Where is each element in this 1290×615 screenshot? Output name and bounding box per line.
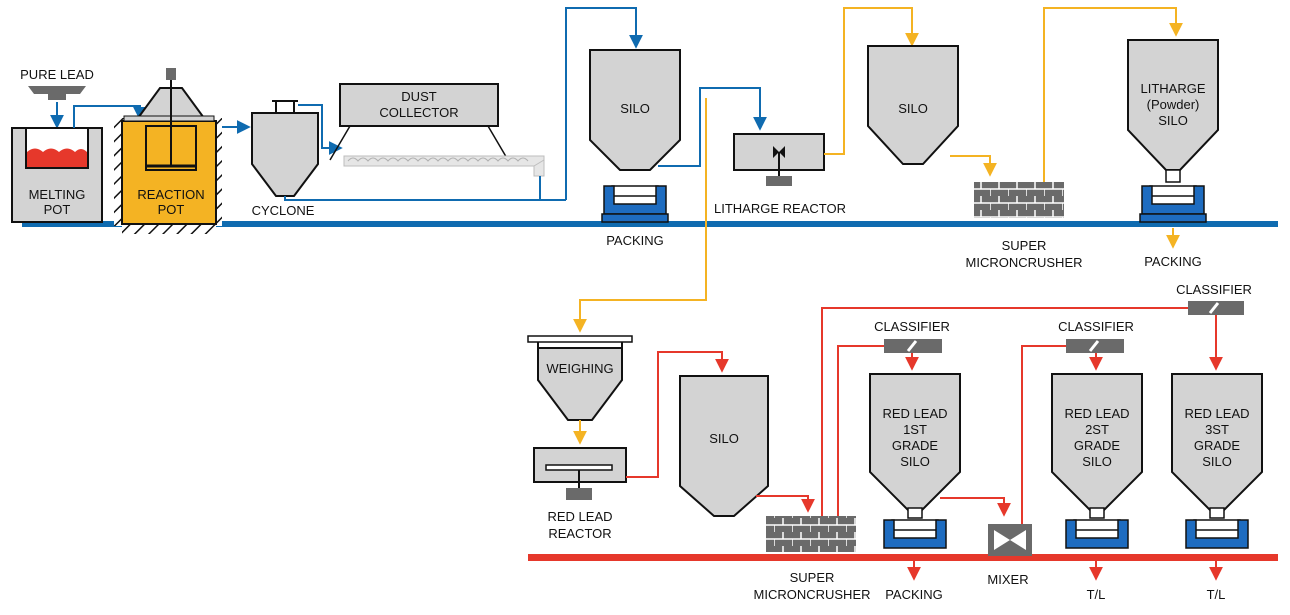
reaction-pot-label-2: POT [158,202,185,217]
pure-lead-hopper [28,86,86,100]
red-lead-3st-label-1: RED LEAD [1184,406,1249,421]
packing-station-1 [601,185,669,223]
red-lead-2st-spout [1089,507,1105,519]
silo-3-label: SILO [709,431,739,446]
upper-floor-line [22,221,1278,227]
packing-3-label: PACKING [885,587,943,602]
dust-collector-label-2: COLLECTOR [379,105,458,120]
red-lead-1st-label-2: 1ST [903,422,927,437]
red-lead-1st-label-1: RED LEAD [882,406,947,421]
packing-station-2 [1139,185,1207,223]
weighing-label: WEIGHING [546,361,613,376]
line-cyclone-bottom [284,196,566,201]
pure-lead-label: PURE LEAD [20,67,94,82]
red-lead-1st-label-3: GRADE [892,438,939,453]
red-lead-reactor-label-1: RED LEAD [547,509,612,524]
red-lead-2st-label-1: RED LEAD [1064,406,1129,421]
packing-station-5 [1185,519,1249,549]
line-crusher-to-classifier-3 [821,307,1190,516]
classifier-1 [884,339,942,353]
cyclone [251,100,319,197]
classifier-2-label: CLASSIFIER [1058,319,1134,334]
red-lead-2st-label-2: 2ST [1085,422,1109,437]
melting-pot-label-1: MELTING [29,187,86,202]
silo-2-label: SILO [898,101,928,116]
super-micro-2-label-b: MICRONCRUSHER [754,587,871,602]
arrow-cyclone-to-collector [298,104,343,155]
packing-station-3 [883,519,947,549]
arrow-to-weighing [573,98,707,333]
arrow-litharge-reactor-to-silo-2 [824,7,919,155]
red-lead-2st-label-4: SILO [1082,454,1112,469]
packing-1-label: PACKING [606,233,664,248]
reaction-pot-label-1: REACTION [137,187,204,202]
arrow-silo2-to-crusher [950,155,997,177]
mixer-label: MIXER [987,572,1028,587]
arrow-1st-silo-to-mixer [940,497,1011,517]
arrow-to-silo-1 [565,7,643,200]
litharge-silo-spout [1165,169,1181,183]
packing-2-label: PACKING [1144,254,1202,269]
super-micro-1-label-b: MICRONCRUSHER [966,255,1083,270]
litharge-silo-label-1: LITHARGE [1140,81,1205,96]
tl-1-label: T/L [1087,587,1106,602]
silo-1-label: SILO [620,101,650,116]
litharge-silo-label-3: SILO [1158,113,1188,128]
arrow-silo1-to-litharge-reactor [658,87,767,167]
silo-1 [589,49,681,171]
tl-2-label: T/L [1207,587,1226,602]
arrow-crusher-to-litharge-silo [1043,7,1183,182]
red-lead-reactor [533,447,627,500]
red-lead-1st-spout [907,507,923,519]
cyclone-label: CYCLONE [252,203,315,218]
super-micro-2-label-a: SUPER [790,570,835,585]
classifier-2 [1066,339,1124,353]
super-microncrusher-2 [766,516,856,552]
classifier-1-label: CLASSIFIER [874,319,950,334]
arrow-silo3-to-crusher [756,495,815,513]
litharge-silo-label-2: (Powder) [1147,97,1200,112]
red-lead-3st-label-3: GRADE [1194,438,1241,453]
reaction-pot [114,68,222,234]
litharge-reactor [733,133,825,186]
red-lead-1st-label-4: SILO [900,454,930,469]
melting-pot-label-2: POT [44,202,71,217]
silo-3 [679,375,769,517]
classifier-3-label: CLASSIFIER [1176,282,1252,297]
red-lead-3st-spout [1209,507,1225,519]
mixer [988,524,1032,556]
arrow-melting-to-reaction [73,105,147,128]
dust-collector [329,83,545,177]
weighing-hopper [527,335,633,421]
melting-pot [11,127,103,223]
red-lead-3st-label-2: 3ST [1205,422,1229,437]
red-lead-reactor-label-2: REACTOR [548,526,611,541]
super-micro-1-label-a: SUPER [1002,238,1047,253]
line-mixer-to-classifier-2 [1021,345,1066,524]
packing-station-4 [1065,519,1129,549]
super-microncrusher-1 [974,182,1064,218]
red-lead-2st-label-3: GRADE [1074,438,1121,453]
arrow-reactor-to-silo-3 [626,351,729,478]
silo-2 [867,45,959,165]
litharge-reactor-label: LITHARGE REACTOR [714,201,846,216]
classifier-3 [1188,301,1244,315]
line-crusher-to-classifier-1 [837,345,884,516]
dust-collector-label-1: DUST [401,89,436,104]
lower-floor-line [528,554,1278,561]
red-lead-3st-label-4: SILO [1202,454,1232,469]
